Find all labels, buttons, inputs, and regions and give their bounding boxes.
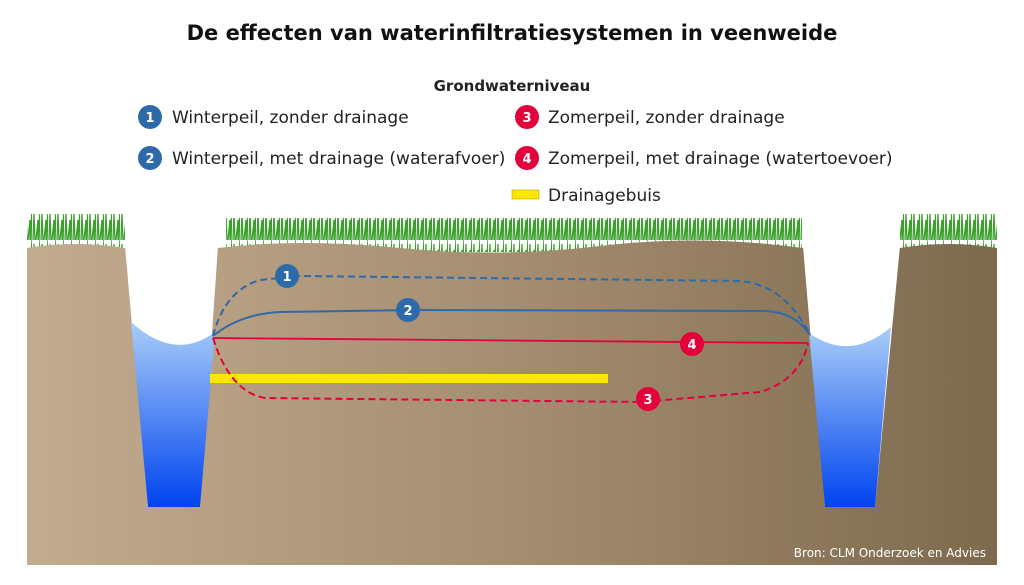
legend-label-3: Zomerpeil, zonder drainage <box>548 108 785 128</box>
water-left <box>131 322 215 507</box>
soil <box>27 240 997 565</box>
marker-1-number: 1 <box>282 270 291 285</box>
legend-item-pipe: Drainagebuis <box>511 186 661 206</box>
legend-label-pipe: Drainagebuis <box>548 186 661 206</box>
marker-2-icon <box>396 298 420 322</box>
marker-4-number: 4 <box>687 338 696 353</box>
badge-1-icon <box>138 105 162 129</box>
badge-1-number: 1 <box>145 111 154 126</box>
legend-label-1: Winterpeil, zonder drainage <box>172 108 409 128</box>
badge-3-number: 3 <box>522 111 531 126</box>
marker-3-icon <box>636 387 660 411</box>
legend-label-4: Zomerpeil, met drainage (watertoevoer) <box>548 149 893 169</box>
line-summer-drainage <box>212 337 809 344</box>
legend-item-3: 3 Zomerpeil, zonder drainage <box>515 105 785 129</box>
badge-2-icon <box>138 146 162 170</box>
legend: Grondwaterniveau 1 Winterpeil, zonder dr… <box>138 77 893 206</box>
diagram-title: De effecten van waterinfiltratiesystemen… <box>187 21 838 45</box>
line-winter-no-drainage <box>212 274 811 337</box>
legend-label-2: Winterpeil, met drainage (waterafvoer) <box>172 149 505 169</box>
legend-item-4: 4 Zomerpeil, met drainage (watertoevoer) <box>515 146 893 170</box>
legend-heading: Grondwaterniveau <box>434 77 591 95</box>
drainage-pipe <box>210 374 608 383</box>
marker-1-icon <box>275 264 299 288</box>
badge-4-number: 4 <box>522 152 531 167</box>
badge-3-icon <box>515 105 539 129</box>
badge-2-number: 2 <box>145 152 154 167</box>
marker-4-icon <box>680 332 704 356</box>
source-credit: Bron: CLM Onderzoek en Advies <box>794 546 986 560</box>
legend-item-2: 2 Winterpeil, met drainage (waterafvoer) <box>138 146 505 170</box>
marker-2-number: 2 <box>403 304 412 319</box>
pipe-swatch-icon <box>511 189 540 200</box>
badge-4-icon <box>515 146 539 170</box>
line-winter-drainage <box>212 308 811 337</box>
grass-left <box>27 214 125 248</box>
water-right <box>809 327 891 507</box>
legend-item-1: 1 Winterpeil, zonder drainage <box>138 105 409 129</box>
grass-right <box>900 214 997 248</box>
soil-cross-section: 1 2 3 4 Bron: CLM Onderzoek en Advies <box>27 214 997 565</box>
marker-3-number: 3 <box>643 393 652 408</box>
